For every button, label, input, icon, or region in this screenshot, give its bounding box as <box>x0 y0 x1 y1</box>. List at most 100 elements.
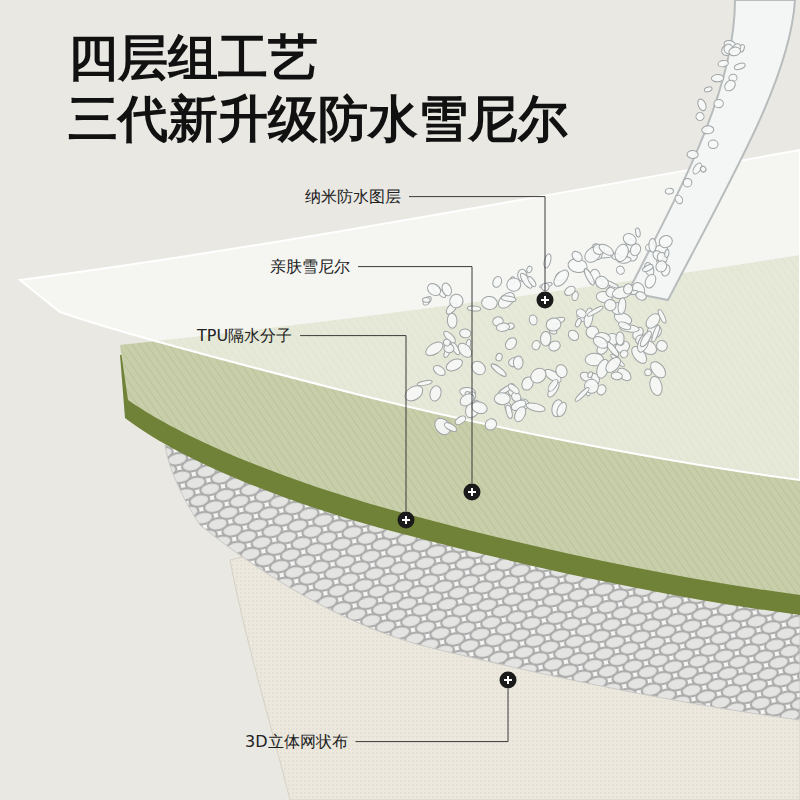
water-droplet <box>425 281 443 298</box>
water-droplet <box>602 297 618 312</box>
water-droplet <box>648 375 664 397</box>
water-droplet <box>402 383 425 404</box>
water-droplet <box>503 336 519 352</box>
water-droplet <box>617 297 626 315</box>
water-droplet <box>603 355 623 375</box>
water-droplet <box>687 150 699 158</box>
water-droplet <box>728 46 741 57</box>
callout-label: 亲肤雪尼尔 <box>268 257 352 276</box>
water-droplet <box>616 332 624 345</box>
water-droplet <box>674 194 685 205</box>
marker-plus <box>504 676 512 684</box>
water-droplet <box>645 369 652 376</box>
water-stream <box>628 0 795 300</box>
water-droplet <box>456 341 475 360</box>
water-droplet <box>718 60 729 68</box>
water-droplet <box>649 238 657 252</box>
water-droplet <box>586 305 604 318</box>
water-droplet <box>657 309 668 324</box>
water-droplet <box>494 393 510 405</box>
water-droplet <box>483 417 499 433</box>
water-droplet <box>583 267 597 286</box>
marker-dot <box>398 512 415 529</box>
water-droplet <box>566 328 580 342</box>
water-droplet <box>704 86 713 93</box>
water-droplet <box>481 296 498 311</box>
water-droplet <box>443 421 458 433</box>
water-droplet <box>496 322 510 332</box>
nano-film-layer <box>20 150 800 480</box>
water-droplet <box>454 414 467 426</box>
water-droplet <box>495 353 503 362</box>
water-droplet <box>422 295 433 307</box>
water-droplet <box>696 98 708 112</box>
water-droplet <box>490 362 508 378</box>
water-droplet <box>505 404 514 419</box>
water-droplet <box>545 317 562 332</box>
water-droplet <box>635 290 648 302</box>
marker-plus <box>402 516 410 524</box>
leader-line <box>300 336 406 511</box>
plus-marker <box>537 292 554 309</box>
water-droplet <box>501 295 517 303</box>
water-droplet <box>513 356 523 370</box>
water-droplet <box>525 401 546 413</box>
water-droplet <box>708 140 718 149</box>
water-droplet <box>526 265 533 273</box>
leader-line <box>409 197 545 291</box>
callout-markers <box>398 292 554 689</box>
marker-plus <box>541 296 549 304</box>
water-droplet <box>417 379 433 386</box>
water-droplet <box>654 259 669 274</box>
water-droplet <box>512 405 528 424</box>
water-droplet <box>597 242 615 258</box>
water-droplet <box>611 372 623 381</box>
water-droplet <box>526 275 537 287</box>
water-droplet <box>615 265 626 276</box>
water-droplet <box>591 334 610 351</box>
water-droplet <box>554 363 569 379</box>
water-droplet <box>575 307 588 319</box>
water-droplet <box>459 328 471 338</box>
water-droplet <box>711 74 724 82</box>
plus-marker <box>398 512 415 529</box>
callout-label: 纳米防水图层 <box>303 187 403 206</box>
plus-marker <box>500 672 517 689</box>
water-droplet <box>643 273 658 290</box>
water-droplet <box>506 278 521 292</box>
water-droplet <box>635 228 641 238</box>
water-droplet <box>469 358 488 377</box>
water-droplet <box>642 263 654 273</box>
page-title: 四层组工艺 三代新升级防水雪尼尔 <box>68 28 628 150</box>
water-droplet <box>638 330 653 349</box>
marker-plus <box>468 488 476 496</box>
water-droplet <box>546 378 559 393</box>
water-droplet <box>587 371 594 379</box>
water-droplet <box>574 318 582 328</box>
water-droplet <box>543 253 553 269</box>
water-droplet <box>702 125 715 134</box>
water-droplet <box>555 401 568 418</box>
water-droplet <box>664 249 669 258</box>
callout-label: TPU隔水分子 <box>195 326 294 345</box>
water-droplet <box>613 242 631 263</box>
water-droplet <box>531 339 542 351</box>
water-droplet <box>617 320 631 331</box>
water-droplet <box>428 385 442 403</box>
water-droplet <box>683 178 692 187</box>
water-droplet <box>422 297 430 302</box>
water-droplet <box>650 324 660 342</box>
water-droplet <box>622 283 633 295</box>
water-droplet <box>540 332 551 346</box>
leader-line <box>356 689 509 742</box>
water-droplet <box>423 339 445 358</box>
water-droplet <box>447 313 457 329</box>
water-droplet <box>507 382 521 395</box>
water-droplet <box>528 365 549 386</box>
water-droplet <box>654 338 669 353</box>
water-droplet <box>723 78 738 93</box>
water-droplet <box>657 233 674 250</box>
water-droplet <box>570 249 584 263</box>
callout-label: 3D立体网状布 <box>243 732 350 751</box>
plus-marker <box>464 484 481 501</box>
